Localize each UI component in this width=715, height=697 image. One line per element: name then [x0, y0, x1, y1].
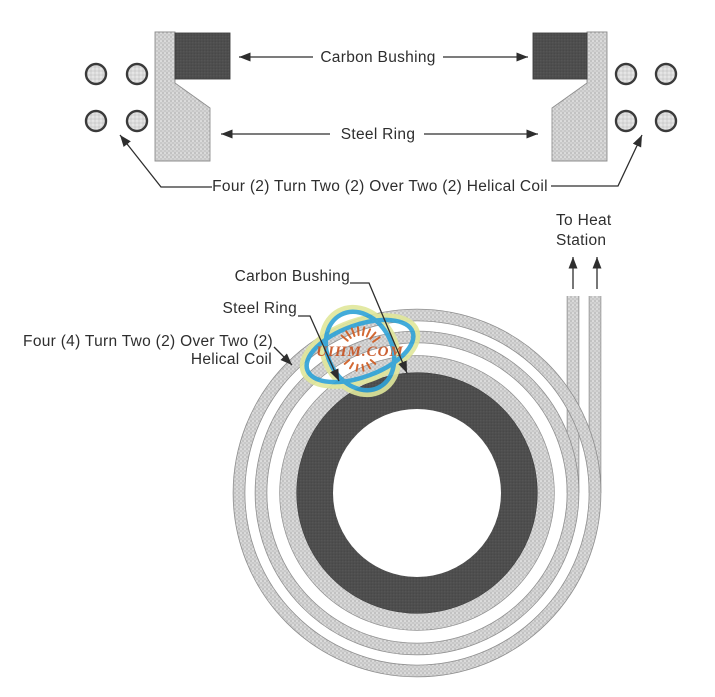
plan-helical-coil-label-line1: Four (4) Turn Two (2) Over Two (2) — [23, 333, 273, 350]
coil-turn-cross-section — [125, 62, 149, 86]
helical-coil-label: Four (2) Turn Two (2) Over Two (2) Helic… — [212, 178, 548, 195]
watermark-ellipse-yellow-1 — [299, 313, 421, 389]
coil-turn-cross-section — [614, 62, 638, 86]
plan-steel-ring-label: Steel Ring — [222, 300, 297, 317]
cross-section-annotations: Carbon Bushing Steel Ring Four (2) Turn … — [119, 49, 643, 195]
coil-turn-cross-section — [125, 109, 149, 133]
plan-view-annotations: Carbon Bushing Steel Ring Four (4) Turn … — [23, 212, 612, 382]
watermark-text: UIHM.COM — [316, 344, 404, 360]
steel-ring-section-right — [551, 31, 608, 162]
helical-coil-leader-right — [551, 134, 643, 187]
watermark-ellipse-yellow-2 — [318, 304, 402, 398]
plan-carbon-bushing-leader — [350, 282, 408, 374]
carbon-bushing-section-right — [532, 32, 588, 80]
plan-view: UIHM.COM Carbon Bushing Steel Ring Four … — [23, 212, 612, 678]
cross-section-view: Carbon Bushing Steel Ring Four (2) Turn … — [84, 31, 678, 195]
coil-turn-cross-section — [614, 109, 638, 133]
coil-turn-cross-section — [84, 62, 108, 86]
steel-ring-label: Steel Ring — [341, 126, 416, 143]
plan-carbon-bushing-label: Carbon Bushing — [235, 268, 350, 285]
carbon-bushing-section-left — [174, 32, 231, 80]
coil-rings — [232, 308, 602, 678]
plan-steel-ring-leader — [298, 315, 340, 382]
steel-ring — [280, 356, 554, 630]
plan-helical-coil-label-line2: Helical Coil — [191, 351, 272, 368]
right-assembly — [532, 31, 678, 162]
coil-turn-cross-section — [654, 109, 678, 133]
steel-ring-section-left — [154, 31, 211, 162]
helical-coil-leader-left — [119, 134, 212, 188]
watermark-ellipse-blue-1 — [304, 317, 416, 385]
watermark-rays — [340, 326, 381, 372]
carbon-bushing-label: Carbon Bushing — [320, 49, 435, 66]
coil-turn-cross-section — [654, 62, 678, 86]
plan-helical-coil-leader — [273, 346, 293, 366]
to-heat-station-label-line1: To Heat — [556, 212, 612, 229]
left-assembly — [84, 31, 231, 162]
watermark-logo: UIHM.COM — [299, 304, 421, 398]
coil-turns-right — [614, 62, 678, 133]
coil-turns-left — [84, 62, 149, 133]
coil-turn-cross-section — [84, 109, 108, 133]
carbon-bushing-ring — [297, 373, 537, 613]
to-heat-station-label-line2: Station — [556, 232, 606, 249]
coil-outer-turn — [233, 309, 601, 677]
